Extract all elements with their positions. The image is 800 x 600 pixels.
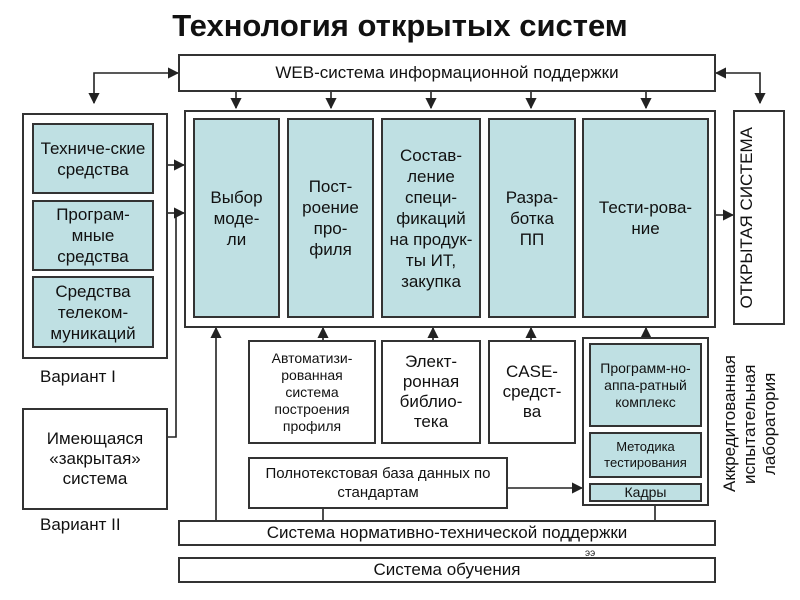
- step-testing: Тести-рова-ние: [582, 118, 709, 318]
- left-item-hardware: Техниче-ские средства: [32, 123, 154, 194]
- education-system: Система обучения: [178, 557, 716, 583]
- connector-closed: [168, 213, 177, 438]
- electronic-library: Элект-ронная библио-тека: [381, 340, 481, 444]
- case-tools: CASE-средст-ва: [488, 340, 576, 444]
- left-item-software: Програм-мные средства: [32, 200, 154, 271]
- connector-web-right: [714, 67, 766, 105]
- closed-system: Имеющаяся «закрытая» система: [22, 408, 168, 510]
- step-specification: Состав-ление специ-фикаций на продук-ты …: [381, 118, 481, 318]
- lab-label: Аккредитованная испытательная лаборатори…: [720, 355, 779, 493]
- fulltext-standards-db: Полнотекстовая база данных по стандартам: [248, 457, 508, 509]
- lab-hardware-software: Программ-но-аппа-ратный комплекс: [589, 343, 702, 427]
- variant-2-label: Вариант II: [40, 515, 121, 534]
- step-profile-building: Пост-роение про-филя: [287, 118, 374, 318]
- step-software-development: Разра-ботка ПП: [488, 118, 576, 318]
- step-model-choice: Выбор моде-ли: [193, 118, 280, 318]
- auto-profile-system: Автоматизи-рованная система построения п…: [248, 340, 376, 444]
- stray-mark: ээ: [585, 548, 595, 559]
- open-system-label: ОТКРЫТАЯ СИСТЕМА: [737, 126, 756, 309]
- page-title: Технология открытых систем: [172, 8, 628, 43]
- lab-staff: Кадры: [589, 483, 702, 502]
- web-support-system: WEB-система информационной поддержки: [178, 54, 716, 92]
- lab-test-methodology: Методика тестирования: [589, 432, 702, 478]
- open-system-box: ОТКРЫТАЯ СИСТЕМА: [733, 110, 785, 325]
- normative-support-system: Система нормативно-технической поддержки: [178, 520, 716, 546]
- lab-label-wrap: Аккредитованная испытательная лаборатори…: [716, 340, 788, 508]
- variant-1-label: Вариант I: [40, 367, 116, 386]
- connector-web-left: [88, 67, 180, 105]
- left-item-telecom: Средства телеком-муникаций: [32, 276, 154, 348]
